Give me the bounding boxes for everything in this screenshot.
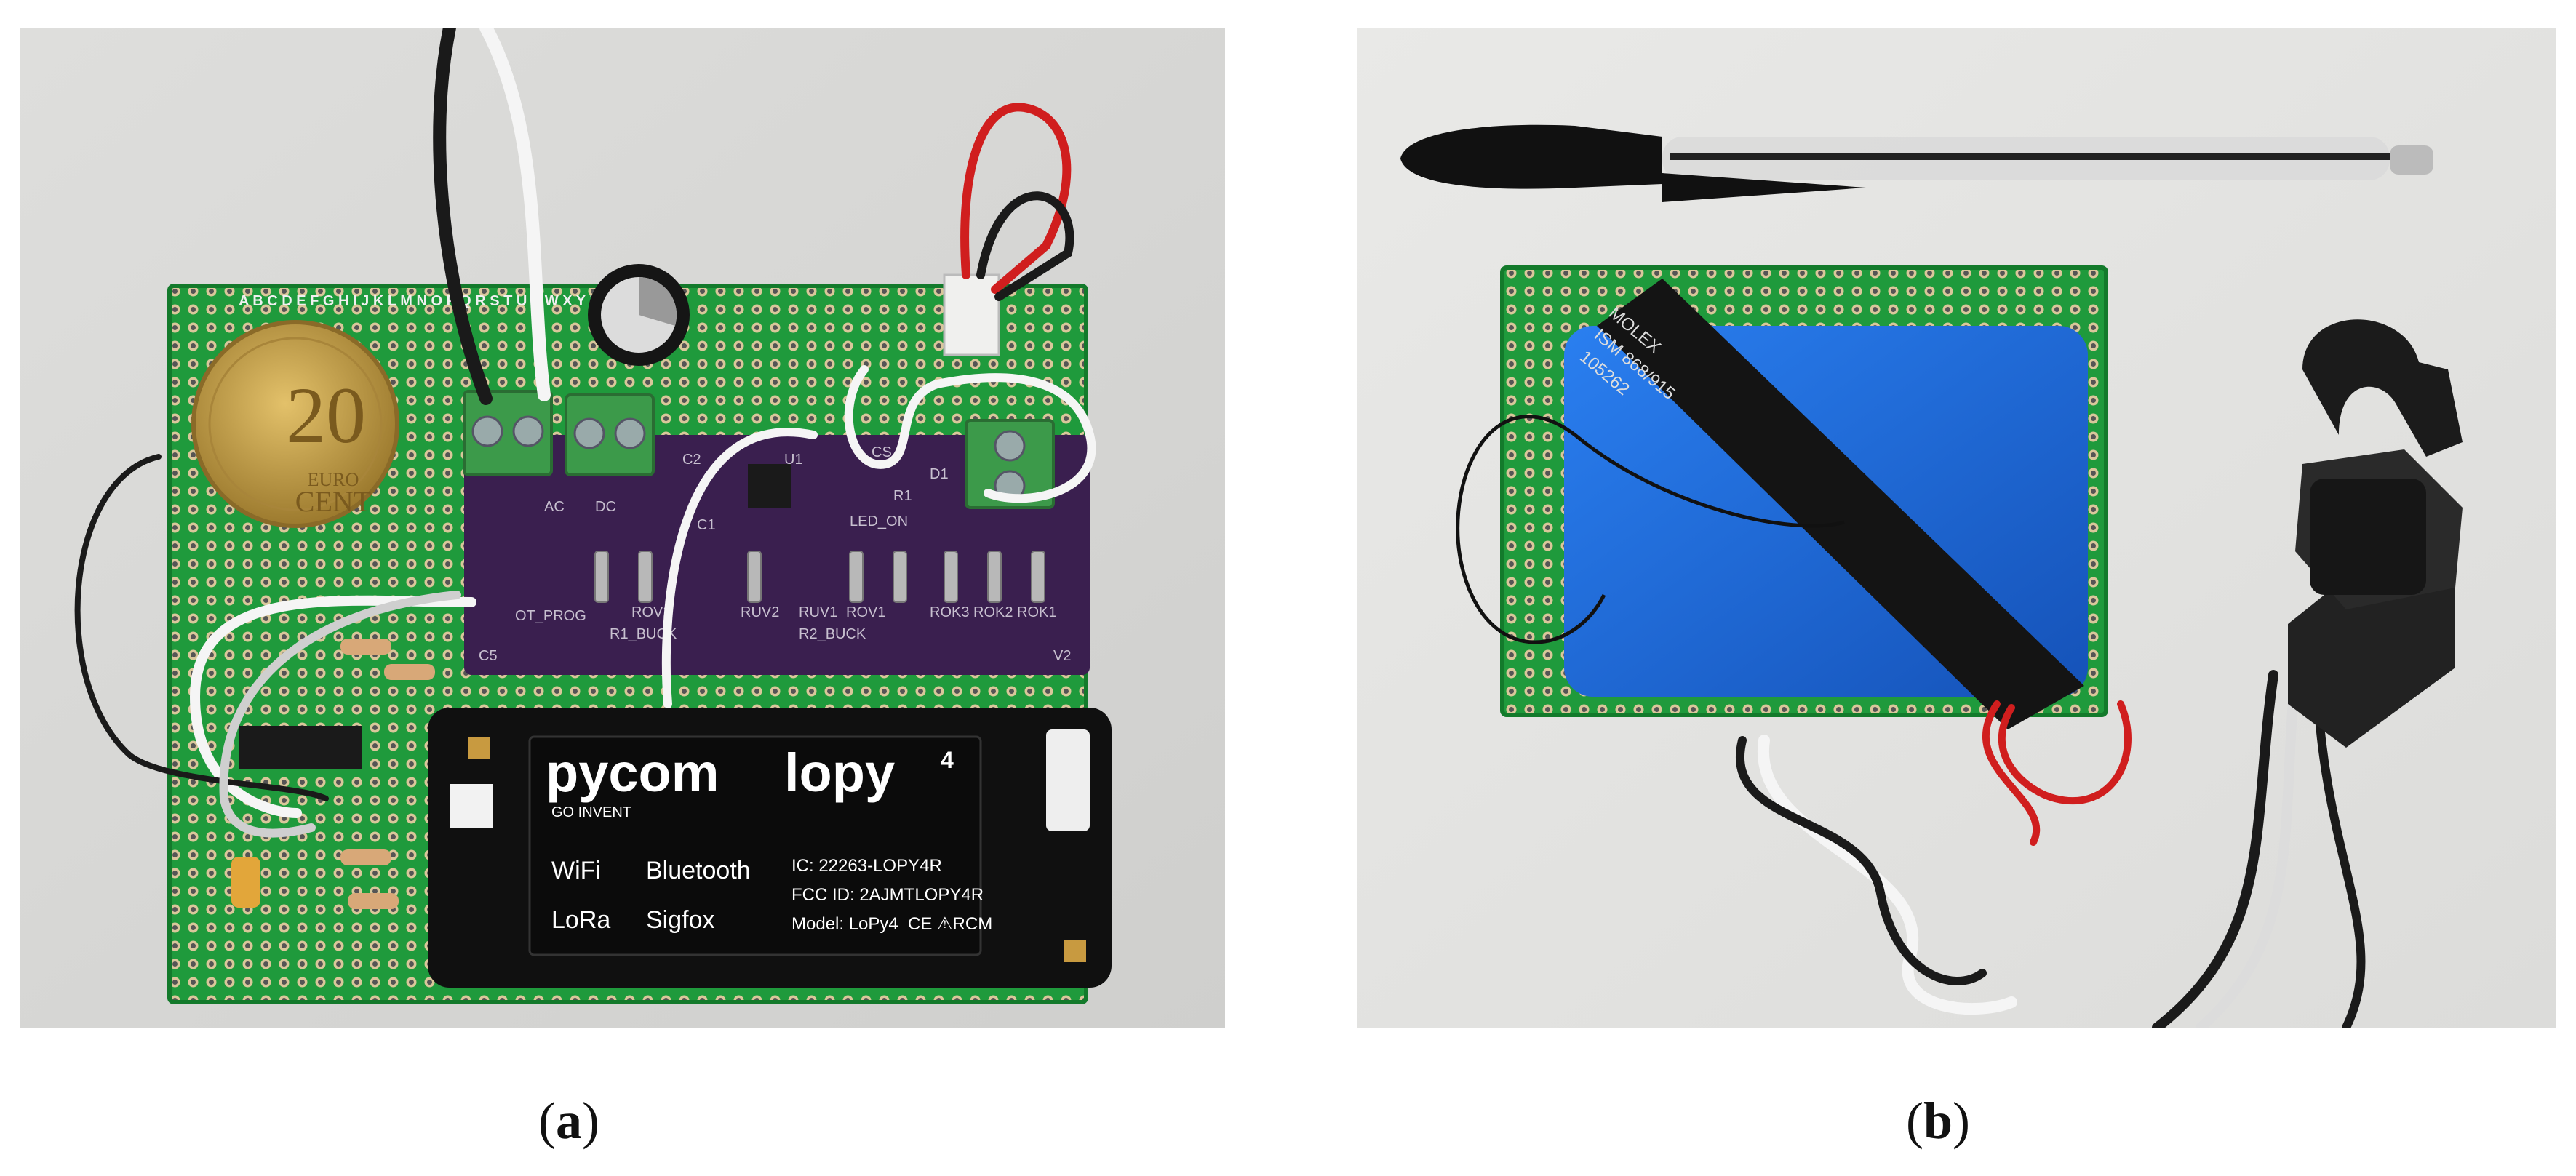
pcb-label-c2: C2 [682,452,701,468]
lopy4-module: pycom GO INVENT lopy 4 WiFi Bluetooth Lo… [428,708,1112,988]
pcb-label-rok3: ROK3 [930,604,969,620]
pcb-label-cs: CS [872,444,892,460]
pcb-label-rok2: ROK2 [973,604,1013,620]
feature-bluetooth: Bluetooth [646,857,751,884]
feature-sigfox: Sigfox [646,906,715,934]
pin-headers [594,551,1045,603]
feature-wifi: WiFi [551,857,601,884]
pcb-label-r2-buck: R2_BUCK [799,626,866,642]
module-fcc: FCC ID: 2AJMTLOPY4R [791,885,984,905]
pcb-label-rov1: ROV1 [846,604,885,620]
pcb-label-rov2: ROV2 [631,604,671,620]
feature-lora: LoRa [551,906,610,934]
caption-b-close: ) [1953,1092,1971,1150]
caption-a-close: ) [581,1092,599,1150]
pcb-label-v2: V2 [1053,648,1071,664]
photo-b: MOLEX ISM 868/915 105262 [1357,28,2556,1028]
current-clamp [2288,319,2463,748]
pcb-label-c5: C5 [479,648,498,664]
euro-coin: 20 EURO CENT [191,320,399,528]
coin-unit: EURO [308,469,359,490]
coin-unit2: CENT [295,485,371,518]
wires [1736,670,2366,1028]
pcb-label-dc: DC [595,499,616,515]
caption-a-open: ( [538,1092,556,1150]
antenna-connector [468,737,490,759]
wires [74,28,1096,838]
pcb-label-u1: U1 [784,452,803,468]
perfboard-row-labels: A B C D E F G H I J K L M N O P Q R S T … [239,293,599,309]
pcb-label-d1: D1 [930,466,949,482]
pen [1400,124,2433,202]
module-tagline: GO INVENT [551,804,631,820]
pcb-label-ac: AC [544,499,565,515]
pcb-label-ruv2: RUV2 [741,604,779,620]
pcb-label-c1: C1 [697,517,716,533]
module-ic: IC: 22263-LOPY4R [791,856,942,876]
caption-b: (b) [1906,1091,1970,1151]
module-product: lopy [784,743,895,803]
caption-a: (a) [538,1091,599,1151]
pcb-label-rok1: ROK1 [1017,604,1056,620]
dip-ic [239,726,362,769]
resistors [231,639,435,909]
module-model: Model: LoPy4 [791,914,898,934]
buck-converter-board [464,435,1090,675]
row-labels-text: A B C D E F G H I J K L M N O P Q R S T … [239,293,599,309]
module-brand: pycom [546,743,719,803]
pcb-label-led-on: LED_ON [850,513,908,529]
capacitor [588,264,690,366]
module-marks: CE ⚠RCM [908,914,992,934]
caption-a-letter: a [555,1092,582,1150]
caption-b-open: ( [1906,1092,1923,1150]
photo-a: A B C D E F G H I J K L M N O P Q R S T … [20,28,1225,1028]
jst-connector [943,273,1000,356]
module-connector [1046,729,1090,831]
caption-b-letter: b [1923,1092,1953,1150]
buck-board-silkscreen: AC DC C1 C2 U1 C5 OT_PROG R1_BUCK R2_BUC… [479,444,1071,664]
pcb-label-r1-buck: R1_BUCK [610,626,677,642]
photo-a-canvas: A B C D E F G H I J K L M N O P Q R S T … [20,28,1225,1028]
coin-value: 20 [286,371,366,460]
coax-cable [1456,415,1845,644]
ic-chip [748,464,791,508]
pcb-label-ruv1: RUV1 [799,604,837,620]
rgb-led [450,784,493,828]
screw-terminals [463,390,1055,509]
module-product-sup: 4 [941,747,954,773]
antenna-connector-2 [1064,940,1086,962]
pcb-label-r1: R1 [893,488,912,504]
pcb-label-ot-prog: OT_PROG [515,608,586,624]
photo-b-canvas: MOLEX ISM 868/915 105262 [1357,28,2556,1028]
